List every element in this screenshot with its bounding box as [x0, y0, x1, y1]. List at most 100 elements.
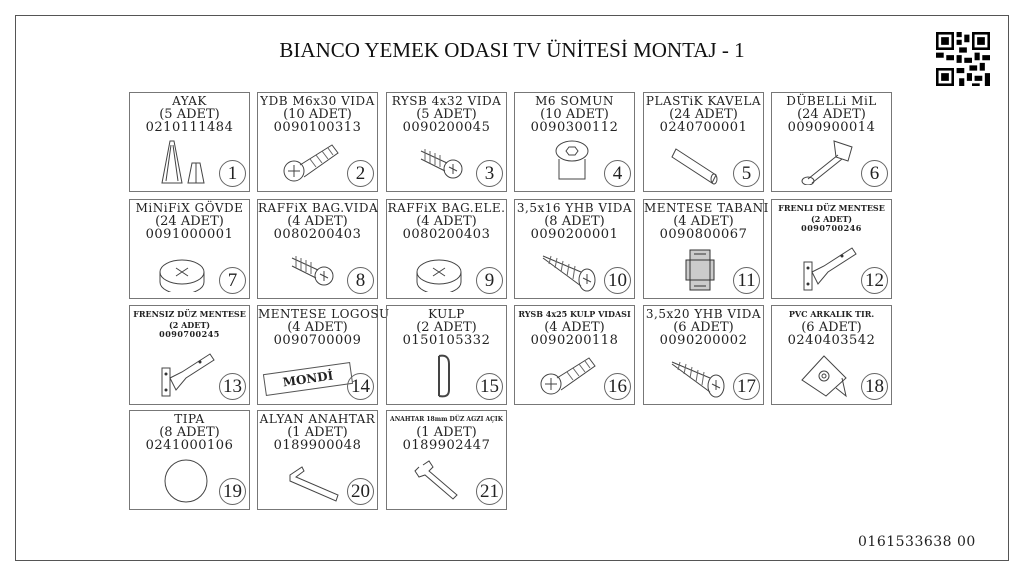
part-number: 14 [347, 373, 374, 400]
part-name: FRENSIZ DÜZ MENTESE [133, 309, 246, 319]
part-quantity: (1 ADET) [416, 425, 477, 440]
wood-screw-icon [671, 361, 725, 398]
wood-screw-icon [542, 255, 596, 292]
part-quantity: (1 ADET) [287, 425, 348, 440]
part-code: 0080200403 [273, 227, 362, 242]
bolt-icon [283, 144, 339, 182]
part-name: RAFFiX BAG.VIDA [258, 201, 379, 215]
hinge-icon [161, 353, 215, 397]
part-name: DÜBELLi MiL [786, 94, 877, 108]
part-code: 0091000001 [145, 227, 234, 242]
part-name: YDB M6x30 VIDA [260, 94, 375, 108]
allen-key-icon [289, 466, 339, 502]
screw-icon [291, 256, 334, 286]
part-cell-17: 3,5x20 YHB VIDA(6 ADET)0090200002 17 [643, 305, 764, 405]
part-name: MENTESE LOGOSU [258, 307, 390, 321]
part-number: 8 [347, 267, 374, 294]
foot-icon [161, 140, 205, 184]
part-number: 19 [219, 478, 246, 505]
part-quantity: (24 ADET) [669, 107, 738, 122]
part-quantity: (2 ADET) [416, 320, 477, 335]
part-quantity: (24 ADET) [797, 107, 866, 122]
part-number: 2 [347, 160, 374, 187]
part-cell-13: FRENSIZ DÜZ MENTESE(2 ADET)0090700245 13 [129, 305, 250, 405]
part-number: 15 [476, 373, 503, 400]
part-code: 0090700009 [273, 333, 362, 348]
part-number: 20 [347, 478, 374, 505]
part-code: 0090200001 [530, 227, 619, 242]
part-name: MENTESE TABANI [644, 201, 769, 215]
part-name: AYAK [172, 94, 207, 108]
part-name: M6 SOMUN [535, 94, 614, 108]
part-cell-5: PLASTiK KAVELA(24 ADET)0240700001 5 [643, 92, 764, 192]
part-name: KULP [428, 307, 465, 321]
part-number: 11 [733, 267, 760, 294]
part-code: 0240700001 [659, 120, 748, 135]
part-quantity: (10 ADET) [283, 107, 352, 122]
part-code: 0090800067 [659, 227, 748, 242]
part-number: 13 [219, 373, 246, 400]
part-quantity: (8 ADET) [159, 425, 220, 440]
part-quantity: (5 ADET) [416, 107, 477, 122]
part-code: 0090700246 [801, 223, 862, 233]
part-code: 0090200045 [402, 120, 491, 135]
part-cell-21: ANAHTAR 18mm DÜZ AGZI AÇIK(1 ADET)018990… [386, 410, 507, 510]
part-quantity: (2 ADET) [810, 214, 853, 224]
part-number: 4 [604, 160, 631, 187]
dowel-icon [671, 148, 718, 185]
part-quantity: (4 ADET) [287, 320, 348, 335]
pin-icon [801, 140, 853, 185]
screw-icon [420, 149, 463, 179]
part-name: RAFFiX BAG.ELE. [387, 201, 506, 215]
part-code: 0189900048 [273, 438, 362, 453]
handle-icon [438, 354, 450, 398]
part-code: 0090700245 [159, 329, 220, 339]
part-code: 0090900014 [787, 120, 876, 135]
part-number: 12 [861, 267, 888, 294]
page-title: BIANCO YEMEK ODASI TV ÜNİTESİ MONTAJ - 1 [279, 38, 745, 62]
part-cell-2: YDB M6x30 VIDA(10 ADET)0090100313 2 [257, 92, 378, 192]
part-quantity: (6 ADET) [673, 320, 734, 335]
part-name: PLASTiK KAVELA [645, 94, 762, 108]
logo-plate: MONDİ [262, 361, 354, 397]
part-code: 0080200403 [402, 227, 491, 242]
part-name: 3,5x20 YHB VIDA [645, 307, 762, 321]
part-quantity: (10 ADET) [540, 107, 609, 122]
part-quantity: (2 ADET) [168, 320, 211, 330]
part-quantity: (4 ADET) [287, 214, 348, 229]
part-quantity: (5 ADET) [159, 107, 220, 122]
part-name: TIPA [174, 412, 205, 426]
part-number: 16 [604, 373, 631, 400]
hinge-plate-icon [685, 249, 715, 291]
bolt-icon [540, 357, 596, 395]
part-name: RYSB 4x32 VIDA [391, 94, 502, 108]
part-code: 0090200118 [530, 333, 619, 348]
part-number: 6 [861, 160, 888, 187]
part-code: 0090100313 [273, 120, 362, 135]
part-cell-1: AYAK(5 ADET)0210111484 1 [129, 92, 250, 192]
part-number: 1 [219, 160, 246, 187]
part-number: 17 [733, 373, 760, 400]
page-frame [15, 15, 1009, 561]
part-quantity: (24 ADET) [155, 214, 224, 229]
part-name: 3,5x16 YHB VIDA [516, 201, 633, 215]
part-code: 0210111484 [145, 120, 234, 135]
cam-icon [416, 259, 462, 292]
part-quantity: (6 ADET) [801, 320, 862, 335]
part-code: 0090200002 [659, 333, 748, 348]
part-code: 0090300112 [530, 120, 619, 135]
part-number: 21 [476, 478, 503, 505]
cap-icon [164, 459, 208, 503]
part-number: 5 [733, 160, 760, 187]
